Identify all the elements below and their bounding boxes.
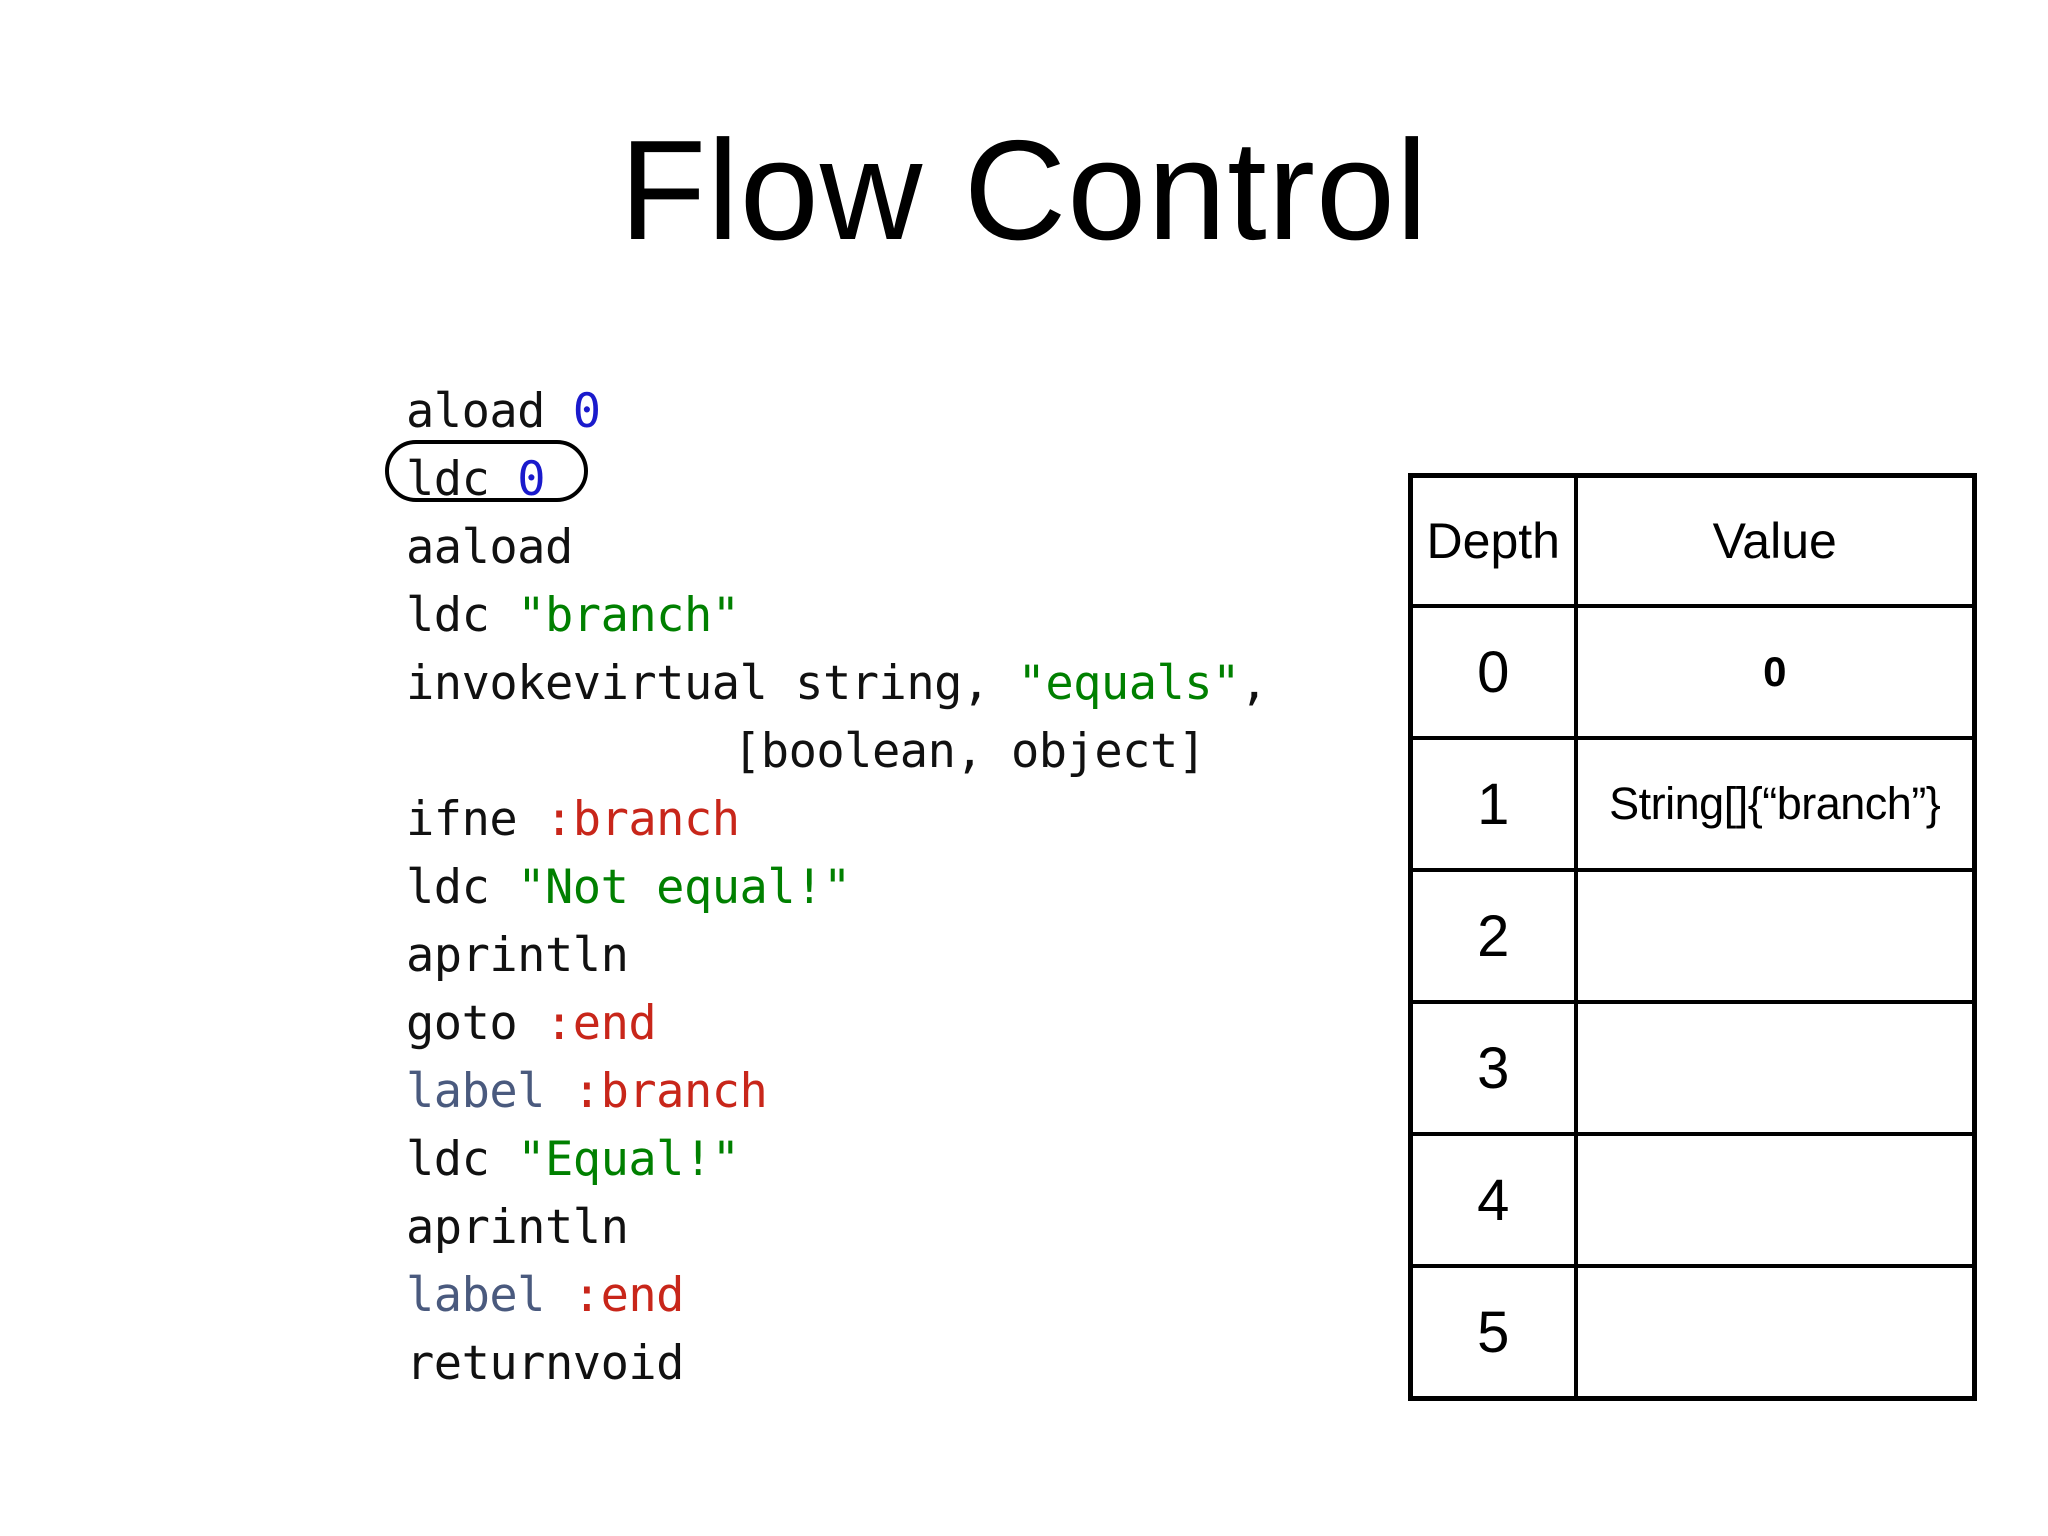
code-line-text: ldc 0 — [406, 452, 545, 507]
code-line-text: ldc "Equal!" — [406, 1132, 740, 1187]
code-token-string: "Equal!" — [517, 1132, 740, 1187]
code-token-string: "Not equal!" — [517, 860, 851, 915]
table-row: 3 — [1408, 1000, 1977, 1136]
code-line: ldc 0 — [385, 440, 1268, 514]
stack-depth-cell: 0 — [1408, 604, 1578, 740]
stack-value-cell: String[]{“branch”} — [1573, 736, 1977, 872]
code-line-text: goto :end — [406, 996, 657, 1051]
page-title: Flow Control — [619, 111, 1429, 270]
code-token-label_ref: :end — [572, 1268, 685, 1323]
code-line-text: ldc "branch" — [406, 588, 740, 643]
code-token-string: "equals" — [1017, 656, 1241, 711]
code-token-plain: aprintln — [406, 928, 629, 983]
code-line-text: label :end — [406, 1268, 684, 1323]
code-token-plain: aload — [406, 384, 573, 439]
stack-depth-cell: 2 — [1408, 868, 1578, 1004]
code-line: returnvoid — [406, 1330, 1268, 1398]
code-line-text: aprintln — [406, 928, 629, 983]
code-token-plain: ldc — [406, 1132, 518, 1187]
code-token-plain: aprintln — [406, 1200, 629, 1255]
code-token-keyword: label — [406, 1268, 573, 1323]
code-line: aload 0 — [406, 378, 1268, 446]
code-line-text: label :branch — [406, 1064, 768, 1119]
code-token-plain: goto — [406, 996, 545, 1051]
stack-value-cell: 0 — [1573, 604, 1977, 740]
code-line-text: invokevirtual string, "equals", — [406, 656, 1268, 711]
stack-table-head: Depth Value — [1408, 473, 1977, 608]
code-line-text: ifne :branch — [406, 792, 740, 847]
code-token-number: 0 — [572, 384, 601, 439]
code-line-text: aload 0 — [406, 384, 601, 439]
table-row: 4 — [1408, 1132, 1977, 1268]
stack-value-cell — [1573, 1132, 1977, 1268]
code-line: ldc "Not equal!" — [406, 854, 1268, 922]
table-row: 5 — [1408, 1264, 1977, 1401]
code-line: ldc "branch" — [406, 582, 1268, 650]
code-token-keyword: label — [406, 1064, 573, 1119]
column-header-value: Value — [1573, 473, 1977, 608]
code-token-label_ref: :branch — [544, 792, 740, 847]
code-line: ifne :branch — [406, 786, 1268, 854]
code-line-text: aprintln — [406, 1200, 629, 1255]
code-line: invokevirtual string, "equals", — [406, 650, 1268, 718]
stack-depth-cell: 5 — [1408, 1264, 1578, 1401]
code-line: goto :end — [406, 990, 1268, 1058]
code-token-plain: ldc — [406, 588, 518, 643]
code-line-text: ldc "Not equal!" — [406, 860, 851, 915]
code-line-text: aaload — [406, 520, 573, 575]
code-token-plain: aaload — [406, 520, 573, 575]
code-line-text: returnvoid — [406, 1336, 684, 1391]
code-line: [boolean, object] — [406, 718, 1268, 786]
table-header-row: Depth Value — [1408, 473, 1977, 608]
code-token-label_ref: :branch — [572, 1064, 768, 1119]
code-line: aprintln — [406, 1194, 1268, 1262]
code-line: label :end — [406, 1262, 1268, 1330]
code-token-plain: ldc — [406, 452, 518, 507]
stack-depth-cell: 1 — [1408, 736, 1578, 872]
stack-value-cell — [1573, 868, 1977, 1004]
stack-depth-cell: 3 — [1408, 1000, 1578, 1136]
code-token-plain: [boolean, object] — [733, 724, 1206, 779]
code-token-plain: ifne — [406, 792, 545, 847]
code-token-plain: invokevirtual string, — [406, 656, 1018, 711]
code-line: label :branch — [406, 1058, 1268, 1126]
code-token-label_ref: :end — [544, 996, 657, 1051]
code-token-number: 0 — [517, 452, 545, 507]
stack-value-cell — [1573, 1264, 1977, 1401]
code-token-plain: , — [1239, 656, 1268, 711]
code-line-text: [boolean, object] — [733, 724, 1206, 779]
code-line: ldc "Equal!" — [406, 1126, 1268, 1194]
code-line: aaload — [406, 514, 1268, 582]
code-line: aprintln — [406, 922, 1268, 990]
table-row: 2 — [1408, 868, 1977, 1004]
column-header-depth: Depth — [1408, 473, 1578, 608]
stack-value-cell — [1573, 1000, 1977, 1136]
code-token-string: "branch" — [517, 588, 740, 643]
code-token-plain: ldc — [406, 860, 518, 915]
code-token-plain: returnvoid — [406, 1336, 684, 1391]
stack-depth-cell: 4 — [1408, 1132, 1578, 1268]
